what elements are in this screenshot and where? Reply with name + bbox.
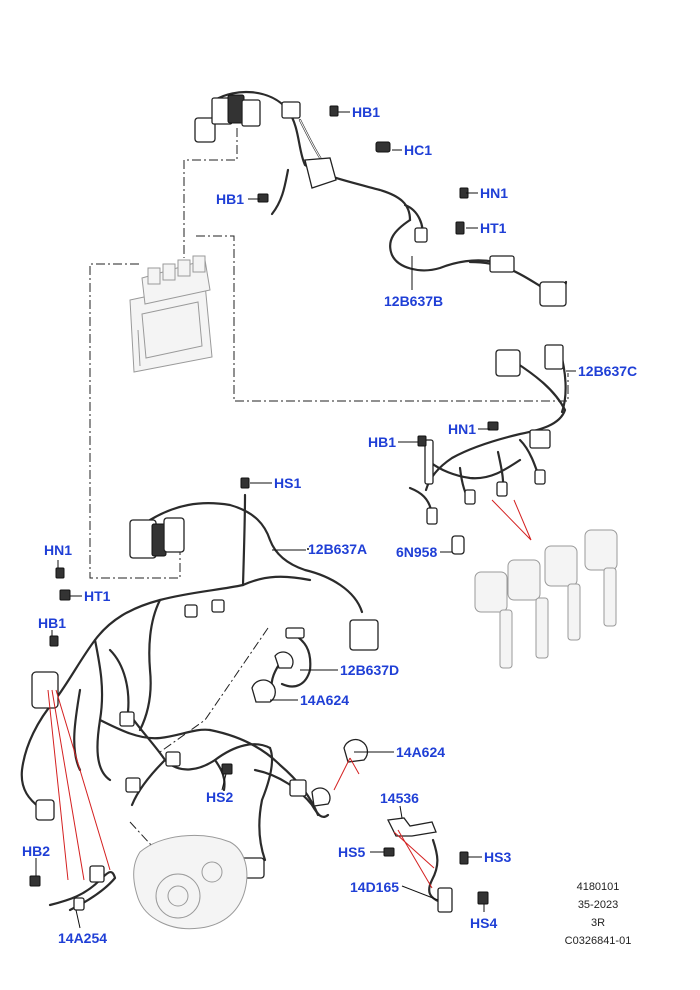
engine-block: [133, 834, 248, 930]
callout-hs5: HS5: [338, 844, 365, 860]
callout-ht1-left: HT1: [84, 588, 111, 604]
callout-14a624-upper: 14A624: [300, 692, 349, 708]
ignition-coils: [474, 529, 618, 669]
callout-leaders: [35, 111, 576, 929]
reference-block: 4180101 35-2023 3R C0326841-01: [565, 881, 632, 947]
bracket-14536: [387, 817, 453, 913]
red-leader-3: [55, 689, 111, 871]
ref-line-3: 3R: [591, 917, 605, 929]
callout-hc1: HC1: [404, 142, 432, 158]
red-leader-2: [51, 689, 85, 881]
callout-14d165: 14D165: [350, 879, 399, 895]
callout-12b637c: 12B637C: [578, 363, 637, 379]
ref-line-4: C0326841-01: [565, 935, 632, 947]
callout-hs1: HS1: [274, 475, 301, 491]
callout-hb1-low: HB1: [38, 615, 66, 631]
callout-12b637a: 12B637A: [308, 541, 367, 557]
ref-line-2: 35-2023: [578, 899, 618, 911]
callout-hn1-top: HN1: [480, 185, 508, 201]
harness-12b637c: [408, 344, 567, 555]
callout-hs2: HS2: [206, 789, 233, 805]
callout-hb1-mid: HB1: [368, 434, 396, 450]
callout-hb2: HB2: [22, 843, 50, 859]
harness-12b637b: [194, 90, 568, 307]
callout-6n958: 6N958: [396, 544, 437, 560]
callout-hs3: HS3: [484, 849, 511, 865]
callout-14a254: 14A254: [58, 930, 107, 946]
coil-pointer-lines: [491, 499, 532, 541]
callout-ht1-top: HT1: [480, 220, 507, 236]
sensor-14a624: [311, 738, 369, 807]
callout-hb1-top: HB1: [352, 104, 380, 120]
callout-hb1-left: HB1: [216, 191, 244, 207]
callout-12b637d: 12B637D: [340, 662, 399, 678]
callout-14536: 14536: [380, 790, 419, 806]
callout-12b637b: 12B637B: [384, 293, 443, 309]
harness-12b637d: [251, 627, 312, 703]
harness-12b637a: [20, 493, 379, 879]
callout-14a624-lower: 14A624: [396, 744, 445, 760]
red-leader-1: [47, 689, 69, 881]
callout-hn1-left: HN1: [44, 542, 72, 558]
callout-hn1-mid: HN1: [448, 421, 476, 437]
bracket-14a254: [48, 865, 117, 912]
callout-labels: HB1 HC1 HB1 HN1 HT1 12B637B 12B637C HN1 …: [22, 104, 637, 946]
engine-control-module: [129, 255, 213, 373]
fasteners: [29, 105, 499, 905]
callout-hs4: HS4: [470, 915, 497, 931]
association-dash-lines: [89, 128, 569, 847]
ref-line-1: 4180101: [577, 881, 620, 893]
